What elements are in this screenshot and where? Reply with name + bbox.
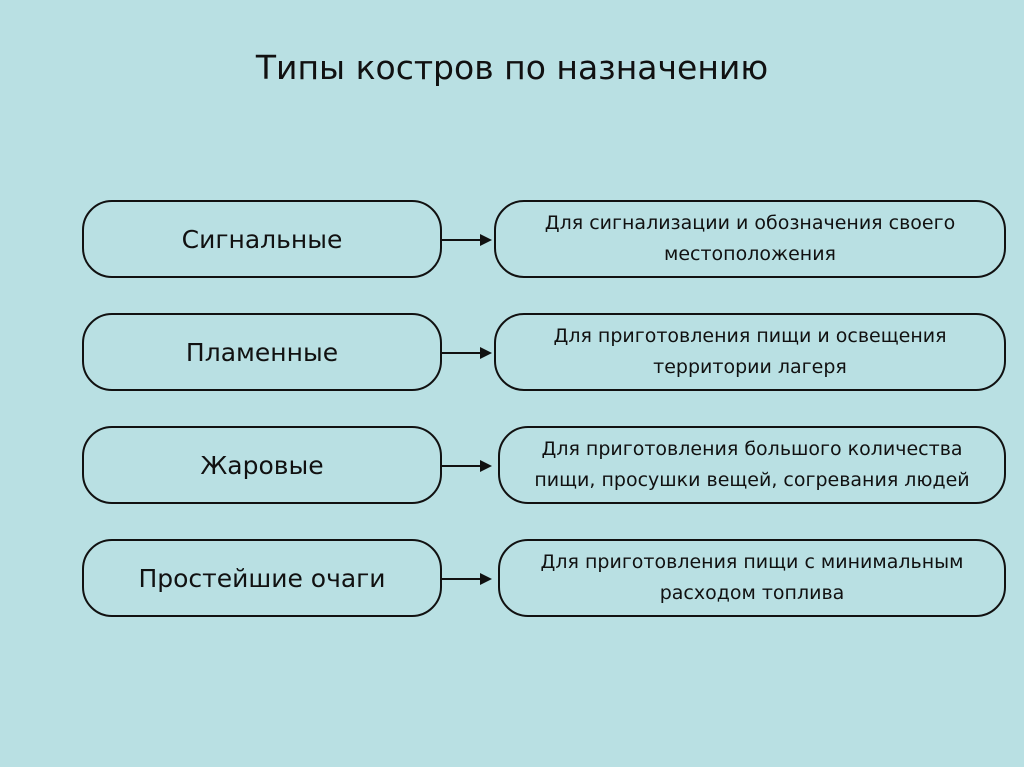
slide-title: Типы костров по назначению <box>255 48 769 87</box>
arrow-icon <box>442 573 492 585</box>
arrow-icon <box>442 234 492 246</box>
arrow-icon <box>442 460 492 472</box>
purpose-box: Для приготовления пищи и освещения терри… <box>494 313 1006 391</box>
arrow-icon <box>442 347 492 359</box>
purpose-box: Для приготовления большого количества пи… <box>498 426 1006 504</box>
type-box: Сигнальные <box>82 200 442 278</box>
type-box: Жаровые <box>82 426 442 504</box>
purpose-box: Для приготовления пищи с минимальным рас… <box>498 539 1006 617</box>
type-box: Пламенные <box>82 313 442 391</box>
purpose-box: Для сигнализации и обозначения своего ме… <box>494 200 1006 278</box>
type-box: Простейшие очаги <box>82 539 442 617</box>
